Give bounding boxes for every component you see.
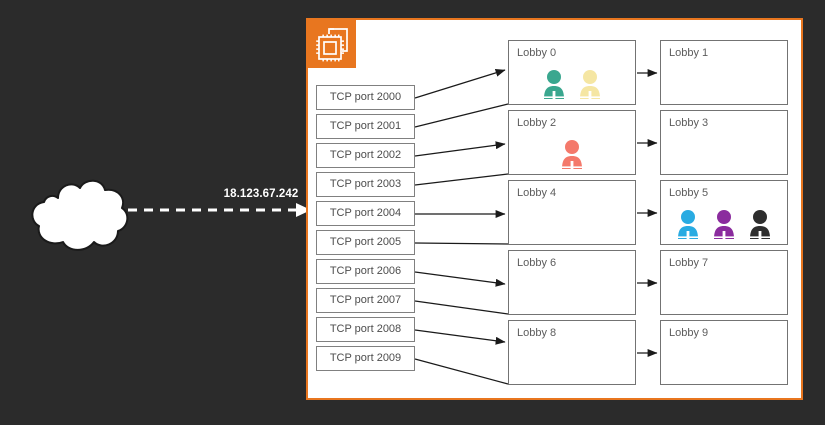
lobby-label: Lobby 1 xyxy=(669,47,709,59)
lobby-label: Lobby 2 xyxy=(517,117,557,129)
lobby-box[interactable]: Lobby 1 xyxy=(660,40,788,105)
tcp-port-box[interactable]: TCP port 2003 xyxy=(316,172,415,197)
lobby-label: Lobby 0 xyxy=(517,47,557,59)
lobby-label: Lobby 8 xyxy=(517,327,557,339)
lobby-occupants xyxy=(509,139,635,169)
lobby-label: Lobby 4 xyxy=(517,187,557,199)
user-avatar-icon xyxy=(562,140,582,169)
lobby-label: Lobby 9 xyxy=(669,327,709,339)
internet-cloud-icon xyxy=(28,176,132,254)
tcp-port-box[interactable]: TCP port 2004 xyxy=(316,201,415,226)
tcp-port-box[interactable]: TCP port 2000 xyxy=(316,85,415,110)
tcp-port-box[interactable]: TCP port 2008 xyxy=(316,317,415,342)
lobby-box[interactable]: Lobby 7 xyxy=(660,250,788,315)
lobby-label: Lobby 5 xyxy=(669,187,709,199)
lobby-box[interactable]: Lobby 8 xyxy=(508,320,636,385)
lobby-box[interactable]: Lobby 4 xyxy=(508,180,636,245)
lobby-occupants xyxy=(509,69,635,99)
user-avatar-icon xyxy=(678,210,698,239)
tcp-port-box[interactable]: TCP port 2009 xyxy=(316,346,415,371)
tcp-port-box[interactable]: TCP port 2002 xyxy=(316,143,415,168)
tcp-port-box[interactable]: TCP port 2001 xyxy=(316,114,415,139)
lobby-label: Lobby 7 xyxy=(669,257,709,269)
user-avatar-icon xyxy=(544,70,564,99)
lobby-label: Lobby 3 xyxy=(669,117,709,129)
lobby-box[interactable]: Lobby 5 xyxy=(660,180,788,245)
lobby-box[interactable]: Lobby 3 xyxy=(660,110,788,175)
user-avatar-icon xyxy=(714,210,734,239)
wan-dashed-link xyxy=(128,203,311,217)
ip-address-label: 18.123.67.242 xyxy=(223,188,299,200)
tcp-port-box[interactable]: TCP port 2005 xyxy=(316,230,415,255)
lobby-occupants xyxy=(661,209,787,239)
lobby-box[interactable]: Lobby 6 xyxy=(508,250,636,315)
user-avatar-icon xyxy=(750,210,770,239)
tcp-port-box[interactable]: TCP port 2007 xyxy=(316,288,415,313)
tcp-port-box[interactable]: TCP port 2006 xyxy=(316,259,415,284)
lobby-box[interactable]: Lobby 9 xyxy=(660,320,788,385)
lobby-label: Lobby 6 xyxy=(517,257,557,269)
lobby-box[interactable]: Lobby 2 xyxy=(508,110,636,175)
lobby-box[interactable]: Lobby 0 xyxy=(508,40,636,105)
user-avatar-icon xyxy=(580,70,600,99)
aws-ec2-icon xyxy=(308,20,356,68)
